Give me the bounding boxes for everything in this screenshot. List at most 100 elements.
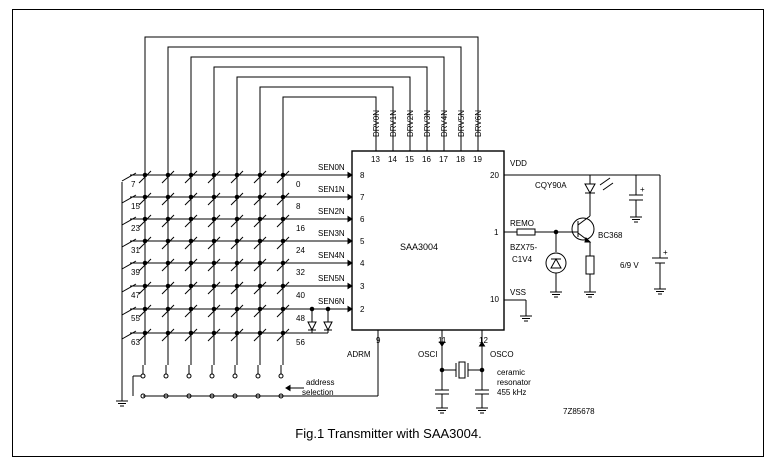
zener-icon — [545, 252, 567, 274]
drive-line — [190, 56, 445, 170]
figure-caption: Fig.1 Transmitter with SAA3004. — [295, 426, 482, 441]
sen-pin: 8 — [360, 171, 365, 180]
pin-osci: 11 — [438, 336, 447, 345]
key-node — [234, 172, 240, 178]
osco-label: OSCO — [490, 350, 514, 359]
key-node — [165, 238, 171, 244]
key-node — [257, 194, 263, 200]
drv-label: DRV1N — [389, 110, 398, 137]
address-contact — [186, 373, 192, 379]
junction — [325, 306, 331, 312]
vss-label: VSS — [510, 288, 526, 297]
drive-line — [282, 96, 377, 170]
drv-pin: 16 — [422, 155, 431, 164]
vdd-label: VDD — [510, 159, 527, 168]
drv-pin: 15 — [405, 155, 414, 164]
sen-pin: 4 — [360, 259, 365, 268]
drawing-code: 7Z85678 — [563, 407, 595, 416]
sen-pin: 7 — [360, 193, 365, 202]
transistor-label: BC368 — [598, 231, 623, 240]
drv-label: DRV3N — [423, 110, 432, 137]
key-node — [165, 216, 171, 222]
key-node — [188, 306, 194, 312]
key-node — [188, 216, 194, 222]
drv-pin: 13 — [371, 155, 380, 164]
pin-vss: 10 — [490, 295, 499, 304]
key-number-left: 15 — [131, 202, 140, 211]
sense-arrow — [347, 193, 353, 201]
diode — [323, 321, 333, 332]
key-node — [234, 216, 240, 222]
drive-line — [259, 86, 394, 170]
key-node — [280, 238, 286, 244]
drv-pin: 18 — [456, 155, 465, 164]
key-node — [280, 283, 286, 289]
left-key — [121, 283, 137, 293]
address-contact — [255, 373, 261, 379]
left-key — [121, 330, 137, 340]
cap-plus: + — [640, 185, 645, 194]
key-node — [211, 216, 217, 222]
key-node — [142, 216, 148, 222]
drive-line — [144, 36, 479, 170]
battery-plus: + — [663, 248, 668, 257]
diode — [307, 321, 317, 332]
emitter-resistor — [585, 255, 595, 275]
address-contact — [278, 373, 284, 379]
remo-label: REMO — [510, 219, 534, 228]
wires — [116, 36, 668, 414]
key-node — [257, 283, 263, 289]
key-node — [234, 306, 240, 312]
key-node — [280, 330, 286, 336]
key-node — [234, 260, 240, 266]
key-number-left: 39 — [131, 268, 140, 277]
sense-arrow — [347, 171, 353, 179]
drive-line — [213, 66, 428, 170]
zener-diode — [550, 257, 562, 269]
key-node — [165, 260, 171, 266]
address-contact — [140, 373, 146, 379]
resonator-label-3: 455 kHz — [497, 388, 526, 397]
key-node — [142, 172, 148, 178]
drv-pin: 17 — [439, 155, 448, 164]
sen-label: SEN6N — [318, 297, 345, 306]
key-node — [165, 172, 171, 178]
diagram-labels: DRV0N13DRV1N14DRV2N15DRV3N16DRV4N17DRV5N… — [131, 110, 668, 347]
sen-label: SEN1N — [318, 185, 345, 194]
resonator-label-1: ceramic — [497, 368, 525, 377]
key-node — [211, 172, 217, 178]
remo-resistor — [516, 228, 536, 236]
key-node — [211, 283, 217, 289]
drv-label: DRV5N — [457, 110, 466, 137]
junction — [309, 306, 315, 312]
led-ray — [602, 182, 614, 191]
key-node — [211, 238, 217, 244]
transistor-icon — [571, 217, 595, 241]
chip-body — [351, 150, 505, 331]
sense-arrow — [347, 282, 353, 290]
sen-pin: 2 — [360, 305, 365, 314]
key-node — [234, 330, 240, 336]
drv-label: DRV0N — [372, 110, 381, 137]
key-node — [165, 306, 171, 312]
left-key — [121, 194, 137, 204]
key-number-right: 0 — [296, 180, 301, 189]
adrm-label: ADRM — [347, 350, 371, 359]
battery-label: 6/9 V — [620, 261, 639, 270]
key-node — [165, 194, 171, 200]
key-number-right: 24 — [296, 246, 305, 255]
drv-pin: 19 — [473, 155, 482, 164]
key-node — [280, 260, 286, 266]
key-node — [188, 283, 194, 289]
key-node — [165, 283, 171, 289]
key-node — [188, 172, 194, 178]
key-number-left: 55 — [131, 314, 140, 323]
sense-arrow — [347, 215, 353, 223]
transistor-arrow — [584, 237, 592, 243]
led-icon — [584, 183, 596, 195]
key-node — [280, 194, 286, 200]
key-node — [280, 172, 286, 178]
drv-label: DRV2N — [406, 110, 415, 137]
left-key — [121, 260, 137, 270]
